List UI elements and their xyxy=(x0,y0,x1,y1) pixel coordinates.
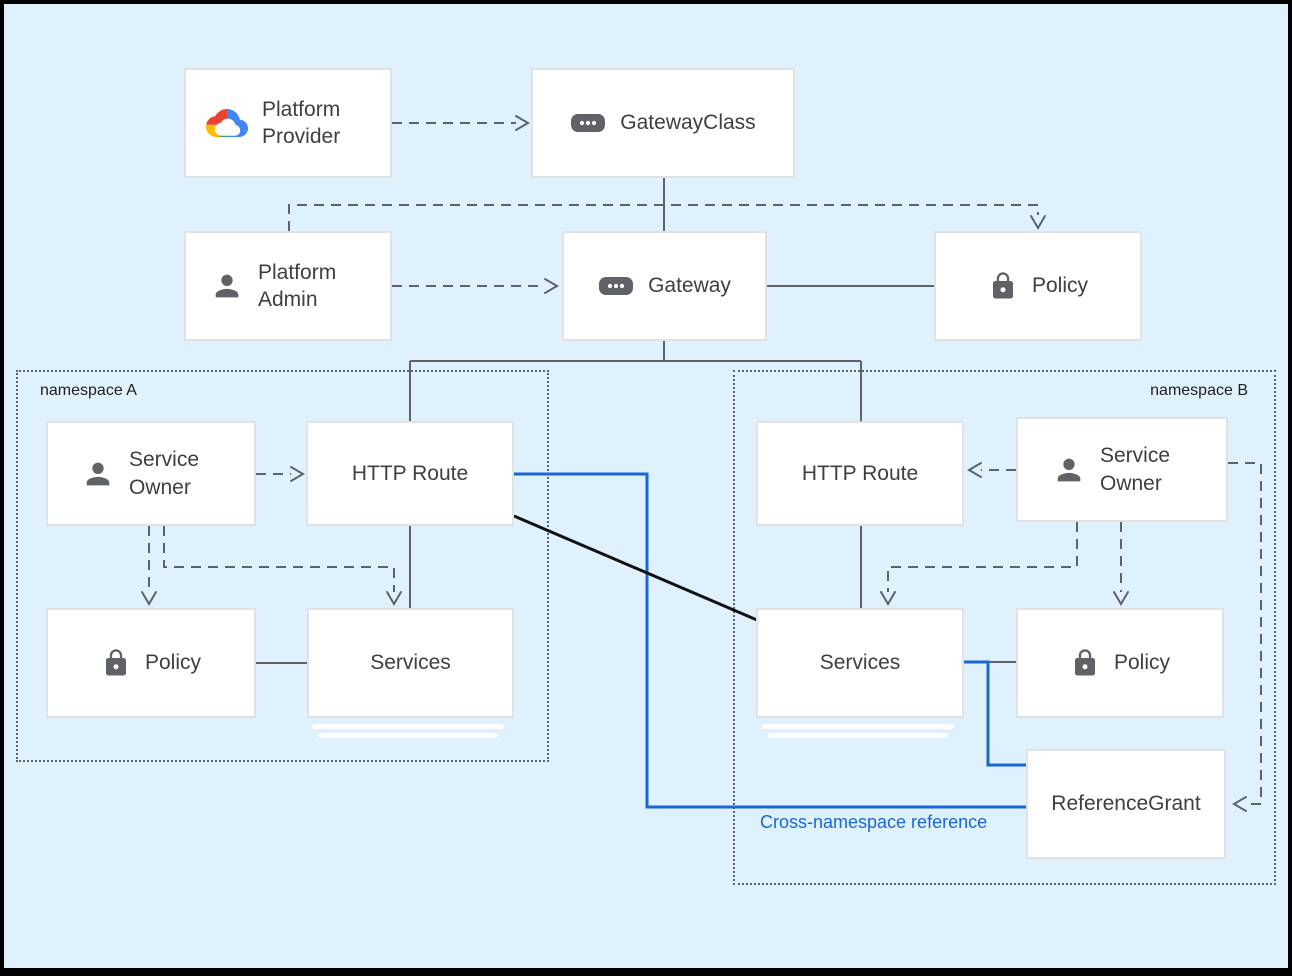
node-label: Service Owner xyxy=(129,448,200,499)
node-platform-provider: Platform Provider xyxy=(184,68,392,178)
lock-icon xyxy=(988,271,1018,301)
blue-httproute-a-referencegrant xyxy=(514,472,1026,809)
arrow-down-policy-b xyxy=(1113,591,1129,606)
namespace-b-label: namespace B xyxy=(1150,382,1248,399)
namespace-a-boundary xyxy=(16,370,549,762)
arrow-down-services-a xyxy=(386,591,402,606)
node-service-owner-b: Service Owner xyxy=(1016,417,1228,522)
arrowheads xyxy=(141,115,1247,812)
node-label: HTTP Route xyxy=(351,461,469,485)
node-services-b: Services xyxy=(756,608,964,718)
node-label: Services xyxy=(819,651,901,675)
node-gateway-class: GatewayClass xyxy=(531,68,795,178)
node-reference-grant: ReferenceGrant xyxy=(1026,749,1226,859)
namespace-b-boundary xyxy=(733,370,1276,885)
arrow-left-httproute-b xyxy=(967,462,982,478)
node-policy-b: Policy xyxy=(1016,608,1224,718)
person-icon xyxy=(81,457,115,491)
node-service-owner-a: Service Owner xyxy=(46,421,256,526)
services-a-stack-line xyxy=(312,724,504,729)
dash-owner-referencegrant xyxy=(1228,462,1262,805)
node-policy-a: Policy xyxy=(46,608,256,718)
person-icon xyxy=(1052,453,1086,487)
node-label: Policy xyxy=(1113,651,1171,675)
arrow-down-services-b xyxy=(880,591,896,606)
blue-services-b-referencegrant xyxy=(964,660,1026,767)
node-label: Policy xyxy=(1031,274,1089,298)
node-gateway: Gateway xyxy=(562,231,767,341)
black-httproute-a-services-b-line xyxy=(513,514,758,622)
namespace-a-label: namespace A xyxy=(40,382,137,399)
connector-layer xyxy=(141,115,1262,812)
node-label: HTTP Route xyxy=(801,461,919,485)
node-http-route-b: HTTP Route xyxy=(756,421,964,526)
lock-icon xyxy=(1070,648,1100,678)
dashed-connectors xyxy=(148,122,1262,805)
resource-dots-icon xyxy=(598,276,634,296)
arrow-right-gatewayclass xyxy=(515,115,530,131)
google-cloud-icon xyxy=(206,102,248,144)
node-services-a: Services xyxy=(307,608,514,718)
arrow-left-referencegrant xyxy=(1232,796,1247,812)
arrow-right-gateway xyxy=(544,278,559,294)
services-b-stack-line xyxy=(768,733,948,738)
person-icon xyxy=(210,269,244,303)
lock-icon xyxy=(101,648,131,678)
dash-owner-services-b xyxy=(887,522,1078,592)
node-label: Platform Admin xyxy=(258,260,337,311)
arrow-down-policy-a xyxy=(141,591,157,606)
resource-dots-icon xyxy=(570,113,606,133)
cross-namespace-reference-label: Cross-namespace reference xyxy=(760,812,988,832)
arrow-right-httproute-a xyxy=(290,466,305,482)
node-label: Gateway xyxy=(648,274,731,298)
dash-admin-policy xyxy=(288,204,1039,231)
node-label: Services xyxy=(370,651,451,675)
node-label: Service Owner xyxy=(1100,444,1171,495)
services-b-stack-line xyxy=(762,724,954,729)
services-a-stack-line xyxy=(318,733,498,738)
node-label: ReferenceGrant xyxy=(1051,792,1201,816)
node-platform-admin: Platform Admin xyxy=(184,231,392,341)
node-http-route-a: HTTP Route xyxy=(306,421,514,526)
node-label: Platform Provider xyxy=(262,97,341,148)
node-label: GatewayClass xyxy=(620,111,756,135)
node-label: Policy xyxy=(144,651,202,675)
blue-connectors xyxy=(514,472,1026,809)
arrow-down-policy-top xyxy=(1030,215,1046,230)
node-policy-gateway: Policy xyxy=(934,231,1142,341)
dash-owner-services-a xyxy=(163,526,395,592)
